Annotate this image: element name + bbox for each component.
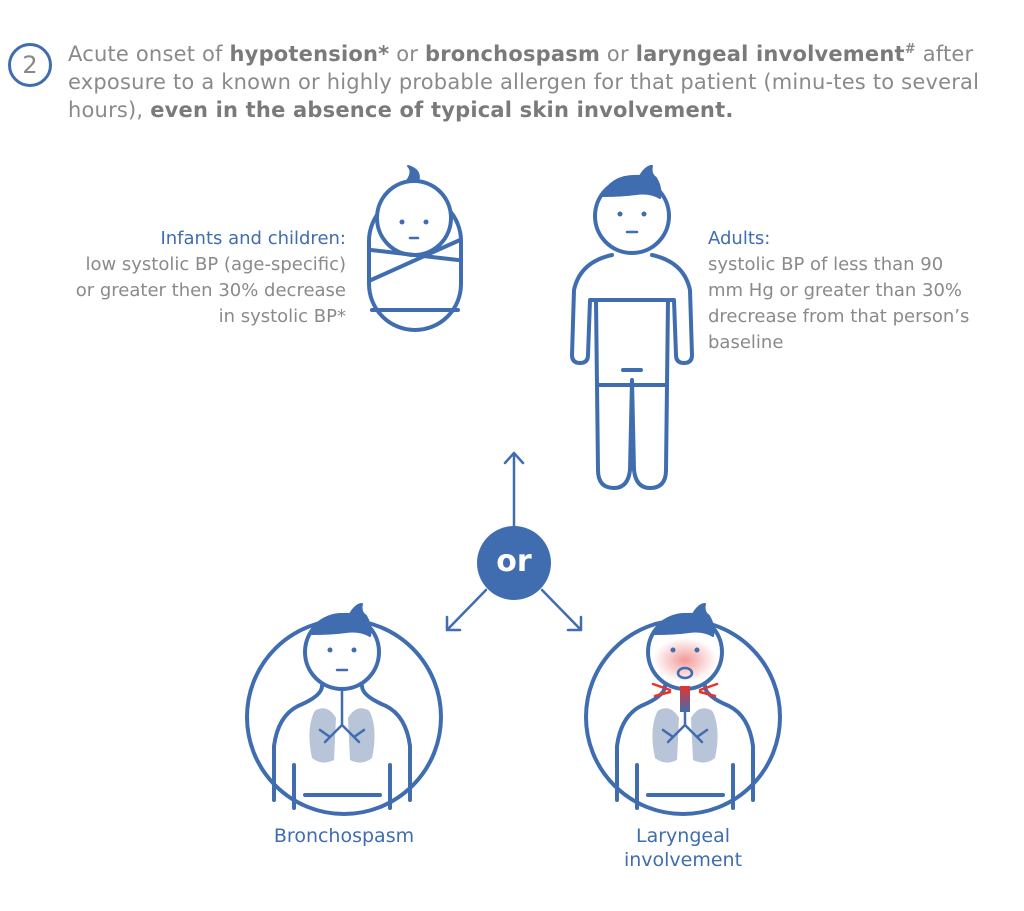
caption-line: involvement	[623, 849, 743, 871]
infants-line: low systolic BP (age-specific)	[85, 254, 346, 275]
adults-line: systolic BP of less than 90	[708, 254, 944, 275]
laryngeal-involvement-icon	[584, 603, 782, 816]
infants-criteria: Infants and children: low systolic BP (a…	[6, 226, 346, 330]
infants-line: in systolic BP*	[218, 306, 346, 327]
arrow-up-icon	[503, 451, 525, 528]
text: after exposure to a known or highly prob…	[68, 42, 980, 122]
adults-line: drecrease from that person’s	[708, 306, 970, 327]
text: Acute onset of	[68, 42, 230, 66]
adult-person-icon	[570, 165, 694, 490]
swaddled-baby-icon	[367, 165, 463, 332]
text: or	[389, 42, 425, 66]
arrow-down-right-icon	[540, 588, 583, 632]
adults-title: Adults:	[708, 228, 771, 249]
bronchospasm-caption: Bronchospasm	[273, 825, 415, 847]
term-skin-absence: even in the absence of typical skin invo…	[150, 98, 734, 122]
arrow-down-left-icon	[445, 588, 488, 632]
or-circle	[477, 526, 551, 600]
infants-title: Infants and children:	[160, 228, 346, 249]
footnote-mark: #	[904, 42, 916, 57]
criterion-description: Acute onset of hypotension* or bronchosp…	[68, 36, 1018, 124]
step-number-badge: 2	[8, 43, 52, 87]
text: or	[600, 42, 636, 66]
adults-criteria: Adults: systolic BP of less than 90 mm H…	[708, 226, 1024, 356]
caption-line: Laryngeal	[636, 825, 730, 847]
term-laryngeal: laryngeal involvement	[635, 42, 905, 66]
bronchospasm-icon	[245, 603, 443, 816]
infants-line: or greater then 30% decrease	[75, 280, 346, 301]
adults-line: baseline	[708, 332, 784, 353]
laryngeal-caption: Laryngeal involvement	[583, 824, 783, 872]
or-connector-label: or	[496, 544, 532, 579]
term-bronchospasm: bronchospasm	[424, 42, 601, 66]
adults-line: mm Hg or greater than 30%	[708, 280, 963, 301]
term-hypotension: hypotension*	[229, 42, 390, 66]
